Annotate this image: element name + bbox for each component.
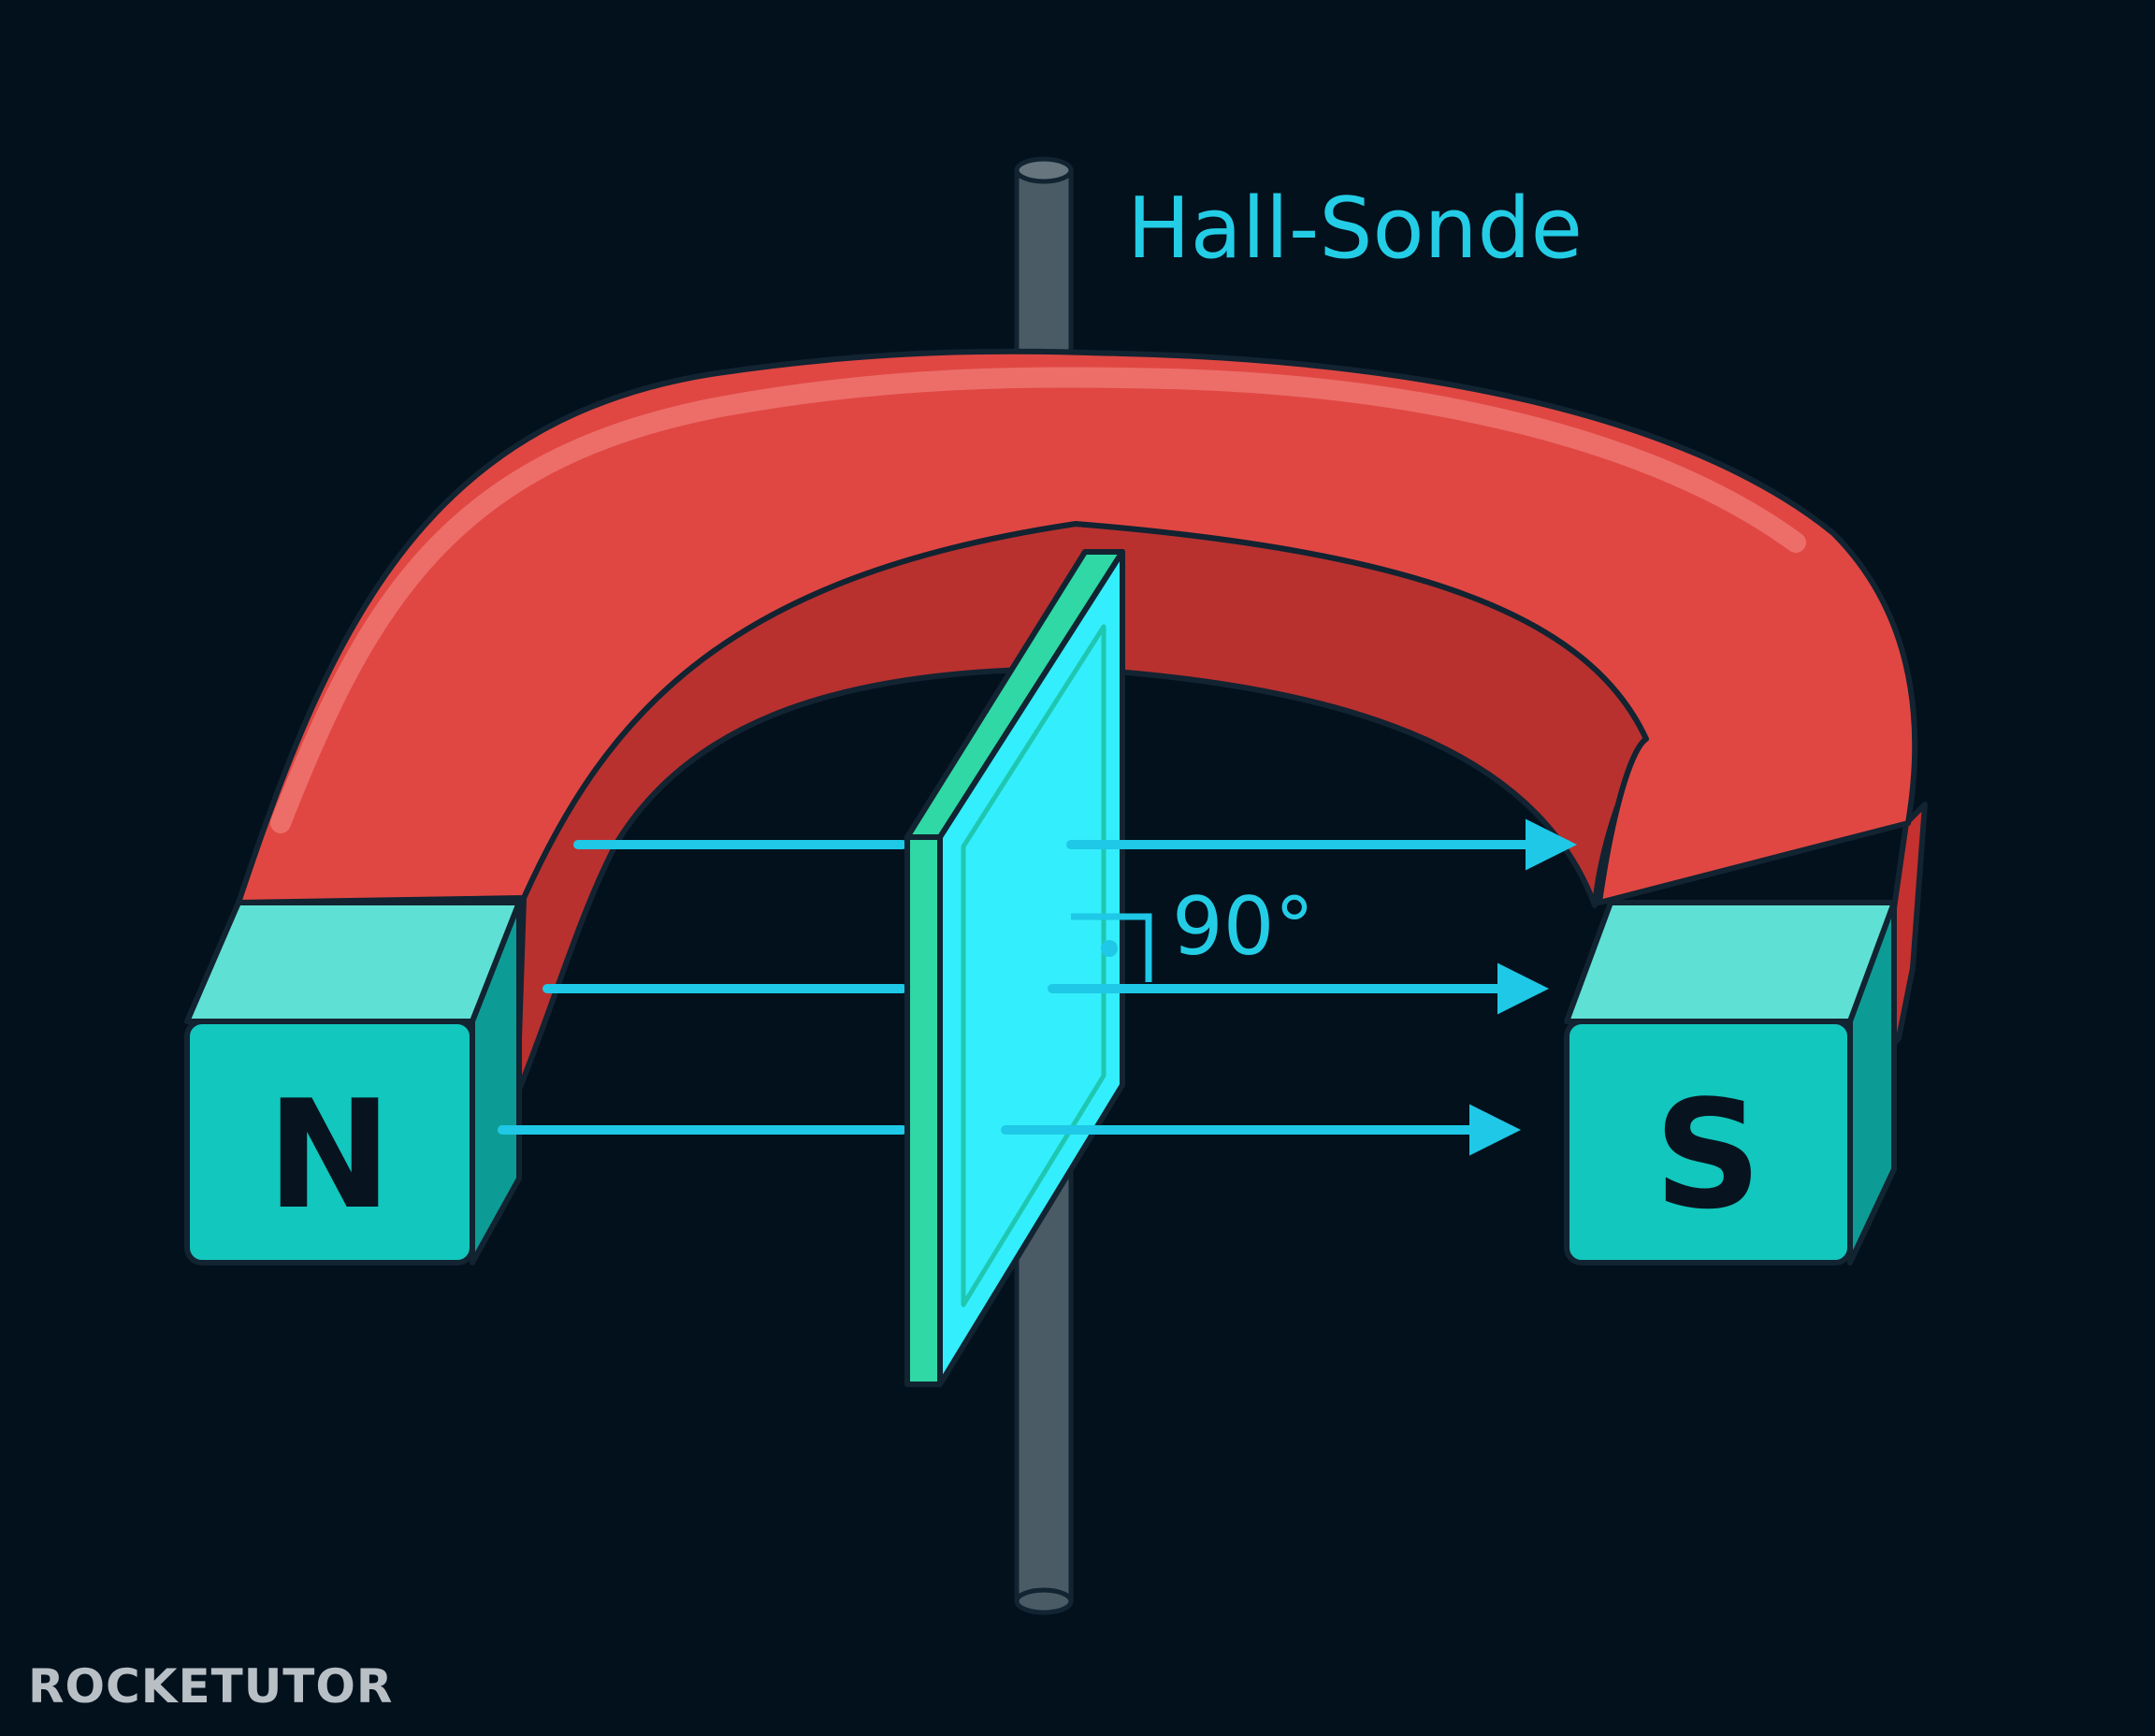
- field-lines-left: [498, 840, 907, 1135]
- field-lines-right: [1001, 818, 1577, 1156]
- magnet-highlight: [270, 367, 1806, 833]
- hall-plate: [904, 549, 1125, 1387]
- north-pole: [184, 900, 522, 1266]
- hall-plate-edge-left: [904, 834, 943, 1387]
- south-label: S: [1654, 1067, 1761, 1242]
- brand-logo: ROCKETUTOR: [28, 1659, 393, 1714]
- probe-label: Hall-Sonde: [1127, 180, 1583, 278]
- north-label: N: [267, 1067, 392, 1242]
- magnet-top-face: [236, 348, 1918, 905]
- magnet-icon: [184, 348, 1928, 1266]
- right-angle-icon: [1071, 913, 1152, 982]
- south-pole: [1564, 900, 1897, 1266]
- hall-plate-face: [937, 549, 1125, 1387]
- angle-label: 90°: [1172, 880, 1314, 974]
